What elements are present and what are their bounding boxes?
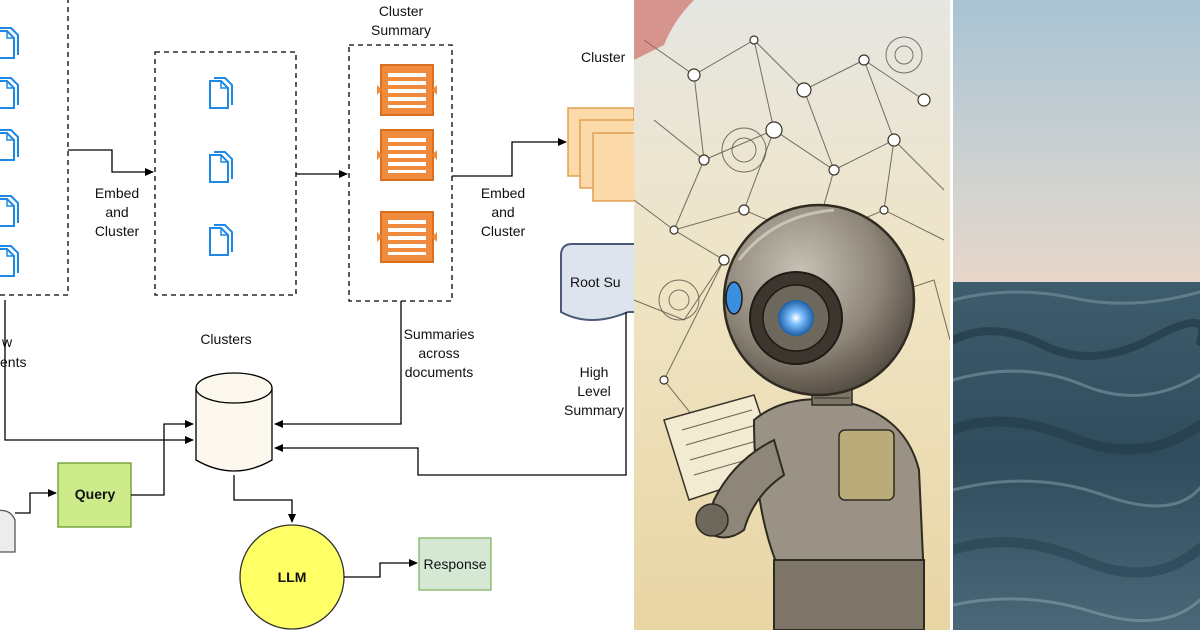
response-label: Response — [423, 556, 486, 572]
arrow-query-to-db — [131, 420, 194, 496]
document-icon — [209, 224, 233, 256]
document-icon — [209, 151, 233, 183]
document-icon — [0, 27, 19, 59]
document-icon — [0, 245, 19, 277]
and-label-1: and — [105, 204, 128, 220]
summary-label: Summary — [564, 402, 624, 418]
cluster-label-2: Cluster — [481, 223, 526, 239]
cluster-summary-title-line2: Summary — [371, 22, 431, 38]
level-label: Level — [577, 383, 610, 399]
cluster-summary-title-line1: Cluster — [379, 3, 424, 19]
network-nodes — [659, 35, 931, 385]
documents-group — [0, 0, 69, 296]
document-icon — [0, 77, 19, 109]
sea — [953, 282, 1200, 630]
cluster-papers-icon — [567, 107, 634, 202]
embed-label-1: Embed — [95, 185, 139, 201]
arrow-docs-to-clusters — [68, 149, 154, 176]
red-accent-sketch — [634, 0, 694, 60]
query-box — [57, 462, 132, 528]
high-label: High — [580, 364, 609, 380]
robot-illustration — [634, 0, 950, 630]
response-box — [418, 537, 492, 591]
documents-label: documents — [405, 364, 473, 380]
waves — [953, 290, 1200, 623]
cluster-summary-group — [348, 44, 453, 302]
query-label: Query — [75, 486, 116, 502]
summary-icon — [376, 211, 438, 263]
database-title: Clusters — [200, 331, 251, 347]
ocean-photo-art — [953, 0, 1200, 630]
robot-base — [773, 559, 925, 630]
raptor-diagram: Cluster Summary Cluster Root Su Embed an… — [0, 0, 634, 630]
robot-illustration-art — [634, 0, 950, 630]
and-label-2: and — [491, 204, 514, 220]
ocean-photo — [953, 0, 1200, 630]
document-icon — [0, 129, 19, 161]
connectors — [4, 138, 627, 578]
arrow-user-to-query — [15, 489, 57, 514]
cluster-label-1: Cluster — [95, 223, 140, 239]
sky — [953, 0, 1200, 290]
embed-label-2: Embed — [481, 185, 525, 201]
raptor-diagram-panel: Cluster Summary Cluster Root Su Embed an… — [0, 0, 634, 630]
arrow-db-to-llm — [233, 475, 296, 523]
arrow-summaries-to-db — [274, 301, 402, 428]
gear-sketches — [658, 36, 923, 321]
llm-label: LLM — [278, 569, 307, 585]
across-label: across — [418, 345, 459, 361]
arrow-docs-to-db — [4, 300, 194, 444]
robot-hand — [695, 503, 729, 537]
user-shape — [0, 509, 16, 553]
arrow-summary-to-clusters — [452, 138, 567, 177]
document-icon — [209, 77, 233, 109]
database-icon — [195, 372, 273, 472]
robot-side-light — [725, 281, 743, 315]
raw-documents-label-line2: ents — [0, 354, 26, 370]
arrow-llm-to-response — [344, 559, 418, 578]
document-icon — [0, 195, 19, 227]
root-summary-label: Root Su — [570, 274, 621, 290]
summary-icon — [376, 64, 438, 116]
summaries-label: Summaries — [404, 326, 475, 342]
robot-eye — [778, 300, 814, 336]
summary-icon — [376, 129, 438, 181]
raw-documents-label-line1: w — [1, 334, 13, 350]
clusters-top-title: Cluster — [581, 49, 626, 65]
robot-chest-panel — [838, 429, 895, 501]
arrow-root-to-db — [274, 312, 627, 476]
